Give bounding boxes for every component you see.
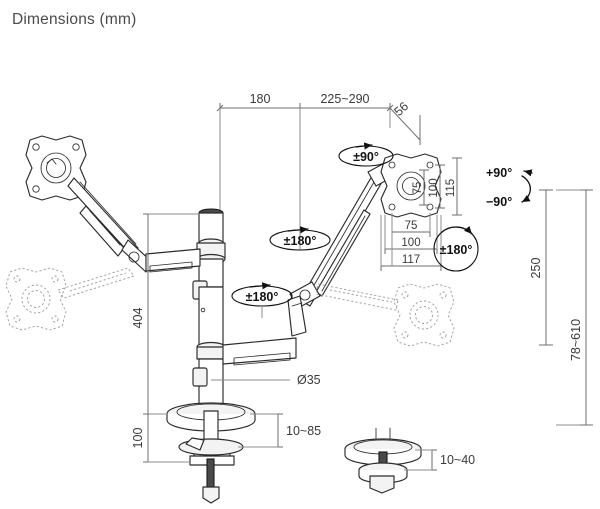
left-arm-to-pole (145, 248, 201, 273)
right-travel-dimensions: 250 78~610 (529, 189, 593, 426)
dim-vesa-100-h: 100 (401, 237, 420, 249)
annotation-head-swivel-180: ±180° (433, 225, 479, 272)
label-tilt-up: +90° (486, 166, 512, 180)
right-arm-upper (289, 159, 399, 309)
dim-bracket-115: 115 (445, 179, 457, 197)
annotation-arm-swivel-lower: ±180° (231, 282, 293, 318)
dim-vesa-100-v: 100 (428, 178, 440, 197)
page-title: Dimensions (mm) (12, 11, 137, 28)
dim-10-85: 10~85 (286, 424, 321, 438)
vesa-horizontal-dimensions: 75 100 117 (380, 213, 442, 271)
dim-404: 404 (131, 308, 145, 329)
label-arm-swivel-upper: ±180° (284, 234, 317, 248)
vesa-plate-left-lowered (5, 267, 135, 331)
right-arm-elbow (287, 295, 307, 337)
label-head-swivel: ±180° (440, 243, 473, 257)
dim-56: 56 (391, 99, 411, 119)
dim-diameter-35: Ø35 (297, 373, 321, 387)
left-vertical-dimensions: 404 100 (131, 213, 200, 463)
dim-vesa-75-h: 75 (405, 220, 418, 232)
annotation-tilt: +90° −90° (486, 166, 533, 209)
label-arm-swivel-lower: ±180° (246, 290, 279, 304)
dim-10-40: 10~40 (440, 453, 475, 467)
left-arm-upper (67, 177, 153, 273)
dim-225-290: 225~290 (320, 92, 369, 106)
dim-100-clamp: 100 (131, 428, 145, 449)
label-rotate-90: ±90° (353, 150, 379, 164)
annotation-arm-swivel-upper: ±180° (269, 226, 331, 251)
pole-diameter-dimension: Ø35 (211, 373, 321, 387)
right-arm-to-pole (222, 337, 297, 366)
label-tilt-down: −90° (486, 195, 512, 209)
dim-250: 250 (529, 258, 543, 279)
desk-clamp-mount (166, 402, 256, 504)
dim-bracket-117: 117 (402, 254, 420, 266)
dim-78-610: 78~610 (569, 319, 583, 361)
vesa-vertical-dimensions: 75 100 115 (412, 157, 462, 216)
center-pole (192, 208, 226, 412)
dim-180: 180 (250, 92, 271, 106)
annotation-head-rotate-90: ±90° (338, 142, 394, 167)
vesa-plate-right-lowered (315, 283, 455, 347)
grommet-range-dimension: 10~40 (404, 449, 475, 471)
dim-vesa-75-v: 75 (412, 182, 424, 195)
grommet-mount (344, 427, 422, 494)
clamp-range-dimension: 10~85 (238, 413, 321, 448)
